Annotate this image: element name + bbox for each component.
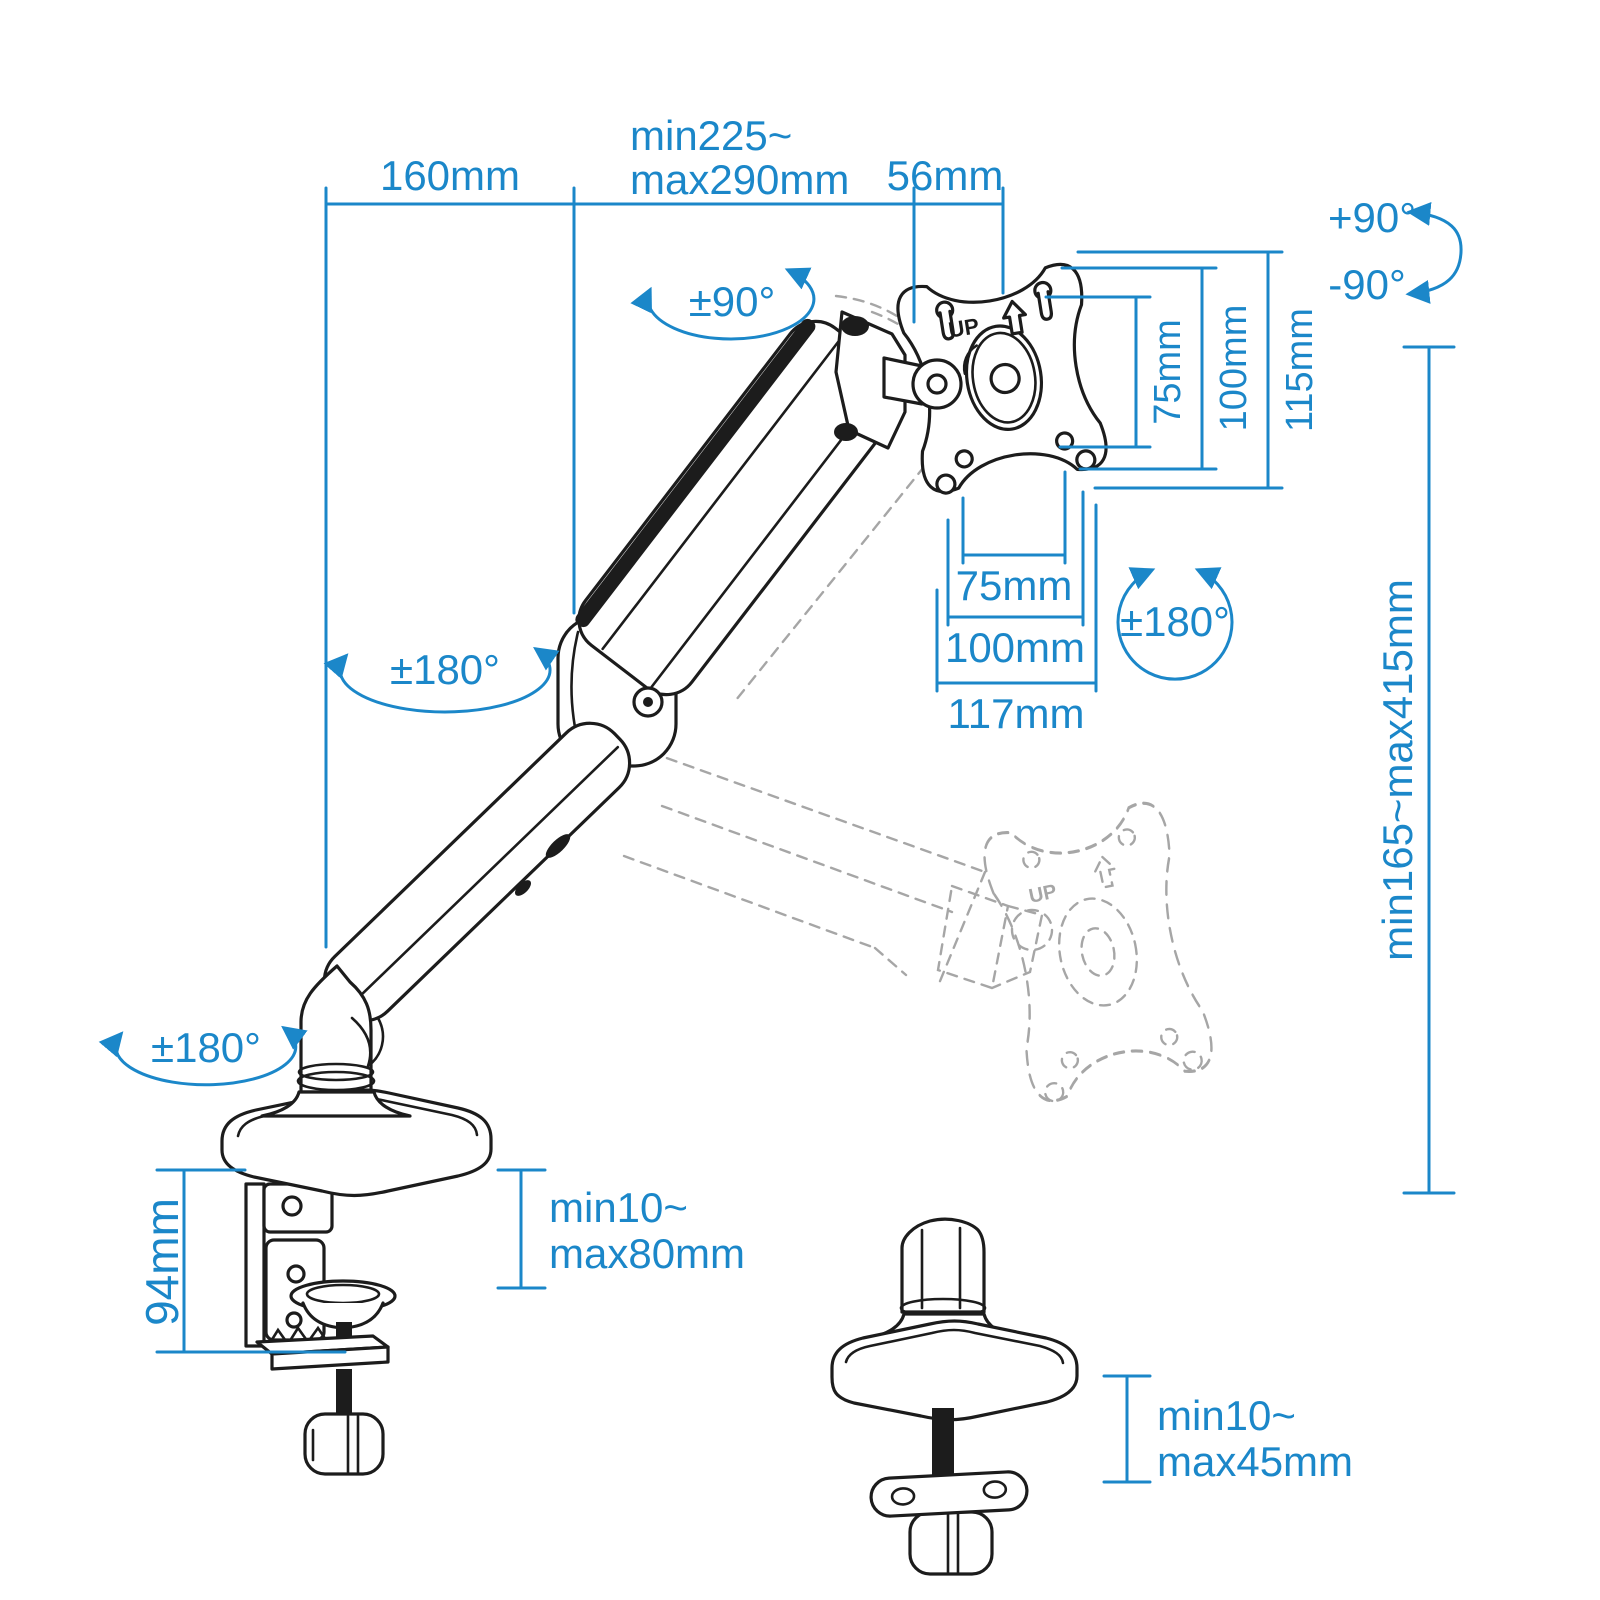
dim-grommet-max-label: max45mm <box>1157 1438 1353 1485</box>
tilt-down-label: -90° <box>1328 261 1406 308</box>
grommet-thickness-dimension: min10~ max45mm <box>1102 1374 1353 1485</box>
dim-height-range-label: min165~max415mm <box>1374 579 1421 961</box>
dim-grommet-min-label: min10~ <box>1157 1392 1296 1439</box>
dim-vesa-v100-label: 100mm <box>1213 305 1255 432</box>
tilt-rotation-callout: +90° -90° <box>1328 194 1463 308</box>
height-range-dimension: min165~max415mm <box>1374 345 1456 1195</box>
dim-extension-min-label: min225~ <box>630 112 792 159</box>
plate-rotation-callout: ±180° <box>1116 567 1234 681</box>
plate-rotation-label: ±180° <box>1120 598 1230 645</box>
dim-plate-width-label: 117mm <box>948 690 1085 737</box>
elbow-swivel-label: ±180° <box>390 646 500 693</box>
c-clamp <box>244 1182 397 1476</box>
clamp-height-dimension: 94mm <box>136 1168 347 1354</box>
tilt-arc-arrow-icon <box>1405 201 1463 304</box>
grommet-mount-detail <box>830 1217 1079 1576</box>
head-swivel-label: ±90° <box>689 278 776 325</box>
dim-desk-min-label: min10~ <box>549 1184 688 1231</box>
base-swivel-callout: ±180° <box>98 1024 308 1087</box>
dim-160mm-label: 160mm <box>380 152 520 199</box>
swivel-ellipse-arrow-icon <box>630 267 816 341</box>
base-swivel-arrow-icon <box>98 1025 308 1087</box>
elbow-swivel-callout: ±180° <box>323 646 560 714</box>
elbow-swivel-arrow-icon <box>323 646 560 714</box>
vesa-vertical-dimensions: 75mm 100mm 115mm <box>1044 250 1321 490</box>
base-swivel-label: ±180° <box>151 1024 261 1071</box>
dim-94mm-label: 94mm <box>136 1198 188 1326</box>
top-width-dimension: 160mm min225~ max290mm 56mm <box>324 112 1005 949</box>
dim-vesa-h100-label: 100mm <box>945 624 1085 671</box>
plate-up-label: UP <box>947 313 981 342</box>
head-swivel-callout: ±90° <box>630 267 816 341</box>
grommet-anchor-plate <box>869 1470 1029 1518</box>
dim-extension-max-label: max290mm <box>630 156 849 203</box>
gas-spring-arm-lower <box>322 721 632 1023</box>
grommet-knob <box>908 1510 994 1576</box>
clamp-knob <box>303 1412 385 1476</box>
dim-desk-max-label: max80mm <box>549 1230 745 1277</box>
dim-vesa-v75-label: 75mm <box>1147 319 1189 425</box>
desk-base <box>220 1062 493 1198</box>
grommet-screw-rod <box>932 1408 954 1480</box>
plate-up-arrow-icon <box>1002 299 1027 336</box>
vesa-horizontal-dimensions: 75mm 100mm 117mm <box>935 470 1098 737</box>
dim-vesa-h75-label: 75mm <box>956 562 1073 609</box>
tilt-up-label: +90° <box>1328 194 1416 241</box>
desk-thickness-dimension: min10~ max80mm <box>496 1168 745 1290</box>
ghost-up-label: UP <box>1027 881 1059 908</box>
plate-rotation-arrow-icon <box>1116 567 1234 681</box>
ghost-vesa-plate: UP <box>983 801 1213 1103</box>
tilt-head <box>834 310 907 450</box>
tilt-pivot <box>882 356 963 410</box>
dim-56mm-label: 56mm <box>887 152 1004 199</box>
clamp-screw-rod <box>336 1369 352 1415</box>
grommet-base <box>830 1319 1079 1422</box>
dim-plate-height-label: 115mm <box>1279 308 1321 432</box>
gas-spring-arm-upper <box>575 318 905 697</box>
vesa-plate: UP <box>896 262 1108 495</box>
